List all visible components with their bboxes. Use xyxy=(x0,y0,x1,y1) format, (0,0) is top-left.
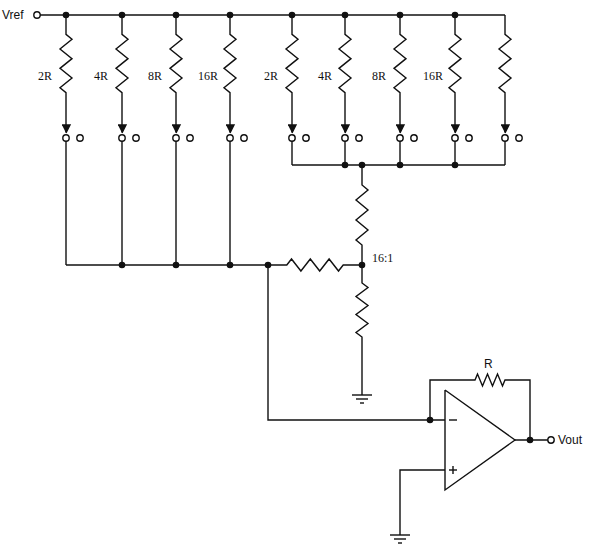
vref-bus xyxy=(40,14,505,15)
resistor-value: 16R xyxy=(198,70,218,82)
ground-symbol xyxy=(352,394,372,395)
vout-label: Vout xyxy=(558,434,582,446)
minus-sign xyxy=(449,419,457,420)
wire xyxy=(291,141,292,165)
junction-dot xyxy=(227,262,232,267)
wire xyxy=(65,141,66,265)
vref-label: Vref xyxy=(2,9,24,21)
switch-arrow xyxy=(226,125,234,133)
ground-symbol xyxy=(356,398,368,399)
switch-arrow xyxy=(172,125,180,133)
resistor-symbol xyxy=(224,15,236,112)
resistor-symbol xyxy=(116,15,128,112)
terminal xyxy=(241,135,247,141)
switch-arrow xyxy=(118,125,126,133)
terminal xyxy=(411,135,417,141)
wire xyxy=(268,265,445,420)
divider-ratio: 16:1 xyxy=(372,252,393,264)
switch-arrow xyxy=(62,125,70,133)
resistor-symbol xyxy=(170,15,182,112)
junction-dot xyxy=(173,262,178,267)
wiring xyxy=(34,12,554,543)
switch-arrow xyxy=(451,125,459,133)
wire xyxy=(504,141,505,165)
resistor-value: 8R xyxy=(148,70,162,82)
junction-dot xyxy=(397,162,402,167)
terminal xyxy=(119,135,125,141)
resistor-symbol xyxy=(449,15,461,112)
terminal xyxy=(342,135,348,141)
resistor-symbol xyxy=(394,15,406,112)
terminal xyxy=(466,135,472,141)
terminal xyxy=(227,135,233,141)
resistor-symbol xyxy=(465,374,515,386)
terminal xyxy=(63,135,69,141)
resistor-symbol xyxy=(339,15,351,112)
junction-dot xyxy=(342,162,347,167)
ground-symbol xyxy=(390,534,410,535)
resistor-value: 4R xyxy=(318,70,332,82)
junction-dot xyxy=(452,162,457,167)
switch-arrow xyxy=(341,125,349,133)
resistor-symbol xyxy=(268,259,362,271)
ground-symbol xyxy=(360,402,364,403)
resistor-symbol xyxy=(356,165,368,265)
resistor-symbol xyxy=(286,15,298,112)
wire xyxy=(515,439,548,440)
ground-symbol xyxy=(398,542,402,543)
op-amp-symbol xyxy=(445,390,515,490)
terminal xyxy=(77,135,83,141)
terminal xyxy=(516,135,522,141)
wire xyxy=(399,141,400,165)
resistor-value: 2R xyxy=(264,70,278,82)
terminal xyxy=(289,135,295,141)
resistor-symbol xyxy=(356,265,368,355)
wire xyxy=(454,141,455,165)
wire xyxy=(175,141,176,265)
feedback-resistor: R xyxy=(484,358,493,370)
junction-dot xyxy=(119,262,124,267)
terminal xyxy=(356,135,362,141)
terminal xyxy=(548,437,554,443)
resistor-value: 2R xyxy=(38,70,52,82)
resistor-value: 8R xyxy=(372,70,386,82)
resistor-value: 16R xyxy=(423,70,443,82)
terminal xyxy=(303,135,309,141)
switch-arrow xyxy=(501,125,509,133)
switch-arrow xyxy=(396,125,404,133)
wire xyxy=(229,141,230,265)
resistor-symbol xyxy=(60,15,72,112)
terminal xyxy=(502,135,508,141)
resistor-value: 4R xyxy=(94,70,108,82)
terminal xyxy=(452,135,458,141)
wire xyxy=(121,141,122,265)
resistor-symbol xyxy=(499,15,511,112)
terminal xyxy=(173,135,179,141)
wire xyxy=(400,470,445,535)
terminal xyxy=(133,135,139,141)
ground-symbol xyxy=(394,538,406,539)
bus xyxy=(66,264,268,265)
wire xyxy=(344,141,345,165)
wire xyxy=(361,355,362,395)
plus-sign xyxy=(452,466,453,474)
wire xyxy=(515,380,530,440)
switch-arrow xyxy=(288,125,296,133)
terminal xyxy=(34,12,40,18)
terminal xyxy=(397,135,403,141)
terminal xyxy=(187,135,193,141)
